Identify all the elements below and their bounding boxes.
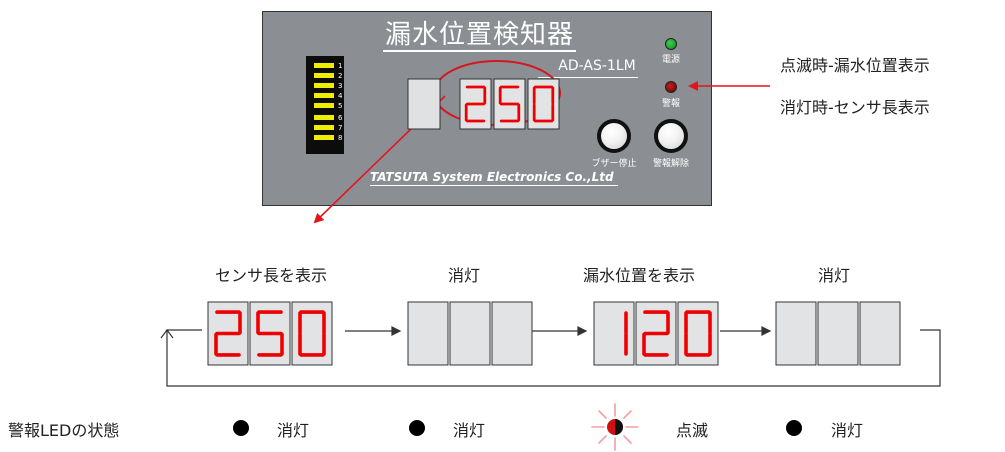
digit-cell bbox=[449, 301, 491, 366]
dip-number: 4 bbox=[338, 92, 343, 100]
seven-segment-digit bbox=[449, 301, 491, 366]
dip-switch-7[interactable] bbox=[314, 125, 334, 130]
dip-switch[interactable] bbox=[306, 56, 344, 154]
led-state: 消灯 bbox=[277, 421, 310, 440]
dip-switch-2[interactable] bbox=[314, 73, 334, 78]
seven-segment-digit bbox=[493, 78, 526, 130]
dip-number: 8 bbox=[338, 134, 343, 142]
buzzer-stop-label: ブザー停止 bbox=[591, 159, 637, 169]
digit-cell bbox=[817, 301, 859, 366]
seven-segment-digit bbox=[677, 301, 719, 366]
alarm-reset-button[interactable] bbox=[654, 119, 688, 153]
dip-switch-6[interactable] bbox=[314, 115, 334, 120]
dip-switch-5[interactable] bbox=[314, 103, 334, 108]
led-state: 点滅 bbox=[676, 421, 709, 440]
digit-cell bbox=[859, 301, 901, 366]
dip-switch-1[interactable] bbox=[314, 63, 334, 68]
seven-segment-digit bbox=[593, 301, 635, 366]
led-state: 消灯 bbox=[453, 421, 486, 440]
power-label: 電源 bbox=[661, 55, 680, 65]
step-title: 漏水位置を表示 bbox=[583, 266, 696, 285]
digit-cell bbox=[593, 301, 635, 366]
led-blink-icon bbox=[591, 403, 639, 451]
alarm-reset-label: 警報解除 bbox=[652, 159, 689, 169]
step-title: 消灯 bbox=[818, 266, 851, 285]
dip-switch-4[interactable] bbox=[314, 93, 334, 98]
blink-annotation: 点滅時-漏水位置表示 bbox=[780, 56, 930, 75]
seven-segment-digit bbox=[459, 78, 492, 130]
power-led bbox=[665, 38, 677, 50]
step-title: 消灯 bbox=[448, 266, 481, 285]
alarm-led bbox=[665, 81, 677, 93]
seven-segment-digit bbox=[249, 301, 291, 366]
dip-switch-3[interactable] bbox=[314, 83, 334, 88]
panel-title: 漏水位置検知器 bbox=[383, 20, 577, 52]
dip-number: 3 bbox=[338, 82, 343, 90]
seven-segment-digit bbox=[817, 301, 859, 366]
led-state: 消灯 bbox=[831, 421, 864, 440]
seven-segment-digit bbox=[207, 301, 249, 366]
off-annotation: 消灯時-センサ長表示 bbox=[780, 98, 930, 117]
digit-cell bbox=[775, 301, 817, 366]
step-arrow-head bbox=[761, 326, 772, 336]
step-arrows bbox=[345, 326, 772, 336]
panel-model-underline bbox=[538, 77, 638, 78]
dip-number: 2 bbox=[338, 72, 343, 80]
led-off-dot bbox=[409, 420, 425, 436]
loop-line bbox=[166, 329, 941, 387]
panel-blank-box bbox=[407, 78, 441, 130]
led-off-dot bbox=[233, 420, 249, 436]
led-state-row-label: 警報LEDの状態 bbox=[8, 421, 120, 440]
dip-switch-8[interactable] bbox=[314, 135, 334, 140]
buzzer-stop-button[interactable] bbox=[597, 119, 631, 153]
seven-segment-digit bbox=[635, 301, 677, 366]
panel-footer: TATSUTA System Electronics Co.,Ltd bbox=[370, 169, 618, 186]
digit-cell bbox=[491, 301, 533, 366]
alarm-label: 警報 bbox=[661, 99, 680, 109]
seven-segment-digit bbox=[527, 78, 560, 130]
seven-segment-digit bbox=[859, 301, 901, 366]
dip-number: 7 bbox=[338, 124, 343, 132]
step-arrow-head bbox=[577, 326, 588, 336]
dip-number: 6 bbox=[338, 114, 343, 122]
step-arrow-head bbox=[391, 326, 402, 336]
seven-segment-digit bbox=[291, 301, 333, 366]
seven-segment-digit bbox=[775, 301, 817, 366]
seven-segment-digit bbox=[407, 301, 449, 366]
dip-number: 5 bbox=[338, 102, 343, 110]
seven-segment-digit bbox=[491, 301, 533, 366]
loop-arrowhead bbox=[160, 329, 174, 339]
digit-cell bbox=[407, 301, 449, 366]
panel-model: AD-AS-1LM bbox=[558, 58, 636, 74]
step-title: センサ長を表示 bbox=[215, 266, 328, 285]
led-off-dot bbox=[786, 420, 802, 436]
dip-number: 1 bbox=[338, 62, 343, 70]
